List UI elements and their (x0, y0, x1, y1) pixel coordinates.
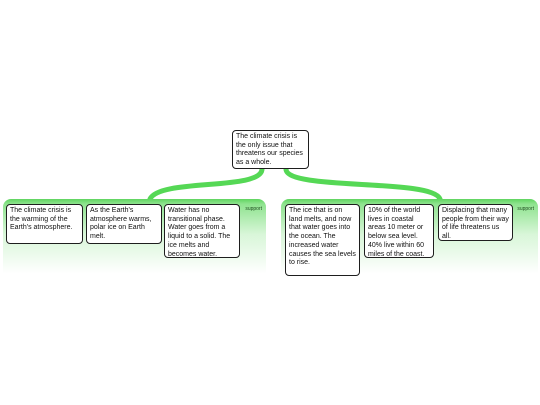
root-topic-node[interactable]: The climate crisis is the only issue tha… (232, 130, 309, 169)
subtopic-node-polar-ice[interactable]: As the Earth's atmosphere warms, polar i… (86, 204, 162, 244)
subtopic-node-phase-change[interactable]: Water has no transitional phase. Water g… (164, 204, 240, 258)
group-tag: support (245, 206, 262, 212)
subtopic-node-sea-level[interactable]: The ice that is on land melts, and now t… (285, 204, 360, 276)
branch-connector-right (283, 166, 443, 202)
subtopic-node-coastal-population[interactable]: 10% of the world lives in coastal areas … (364, 204, 434, 258)
subtopic-node-warming[interactable]: The climate crisis is the warming of the… (6, 204, 83, 244)
branch-connector-left (147, 166, 265, 202)
group-tag: support (517, 206, 534, 212)
subtopic-node-displacement[interactable]: Displacing that many people from their w… (438, 204, 513, 241)
